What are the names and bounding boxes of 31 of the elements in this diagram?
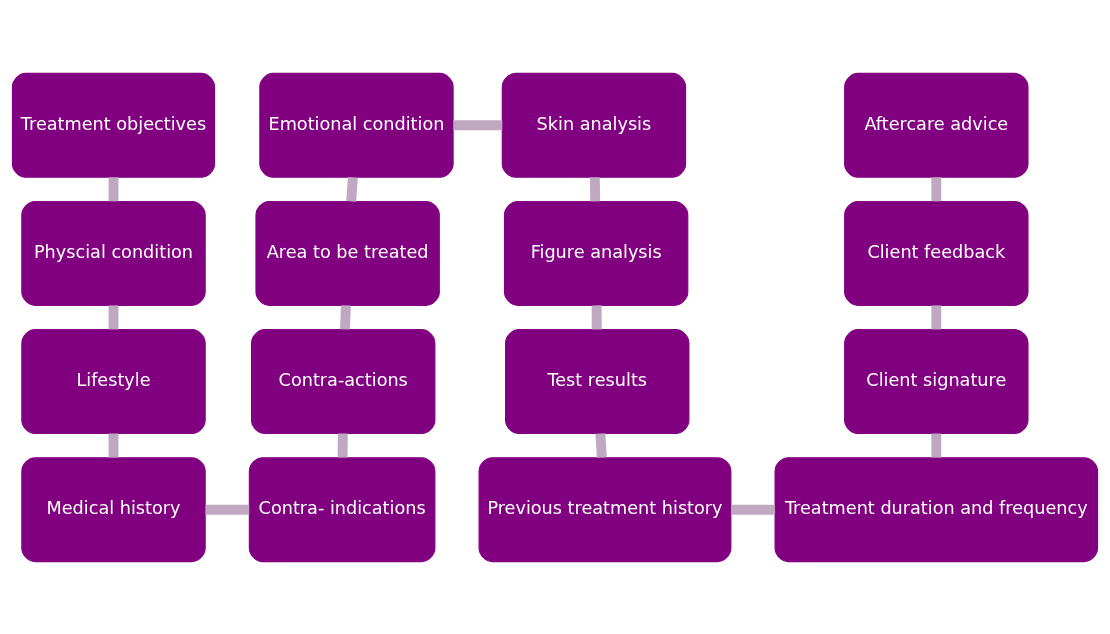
node-box: Contra-actions bbox=[251, 328, 436, 434]
node-box: Aftercare advice bbox=[844, 72, 1029, 178]
node-box: Medical history bbox=[21, 456, 206, 562]
connector bbox=[205, 504, 250, 515]
connector bbox=[591, 304, 602, 329]
connector bbox=[108, 176, 119, 201]
connector bbox=[589, 176, 601, 201]
node-box: Client feedback bbox=[844, 200, 1029, 306]
connector bbox=[346, 176, 358, 202]
node-box: Area to be treated bbox=[255, 200, 440, 306]
connector bbox=[731, 504, 775, 515]
connector bbox=[931, 433, 942, 458]
node-box: Treatment objectives bbox=[11, 72, 216, 178]
node-box: Client signature bbox=[844, 328, 1029, 434]
connector bbox=[108, 304, 119, 329]
node-box: Previous treatment history bbox=[478, 456, 732, 562]
node-box: Contra- indications bbox=[248, 456, 436, 562]
node-box: Test results bbox=[505, 328, 690, 434]
connector bbox=[108, 433, 119, 458]
connector bbox=[337, 432, 348, 458]
connector bbox=[453, 119, 503, 130]
connector bbox=[931, 304, 942, 329]
node-box: Lifestyle bbox=[21, 328, 206, 434]
node-box: Skin analysis bbox=[501, 72, 687, 178]
node-box: Emotional condition bbox=[259, 72, 454, 178]
connector bbox=[595, 432, 607, 458]
node-box: Treatment duration and frequency bbox=[774, 456, 1099, 562]
connector bbox=[931, 176, 942, 201]
node-box: Figure analysis bbox=[503, 200, 689, 306]
connector bbox=[340, 304, 351, 330]
node-box: Physcial condition bbox=[21, 200, 206, 306]
